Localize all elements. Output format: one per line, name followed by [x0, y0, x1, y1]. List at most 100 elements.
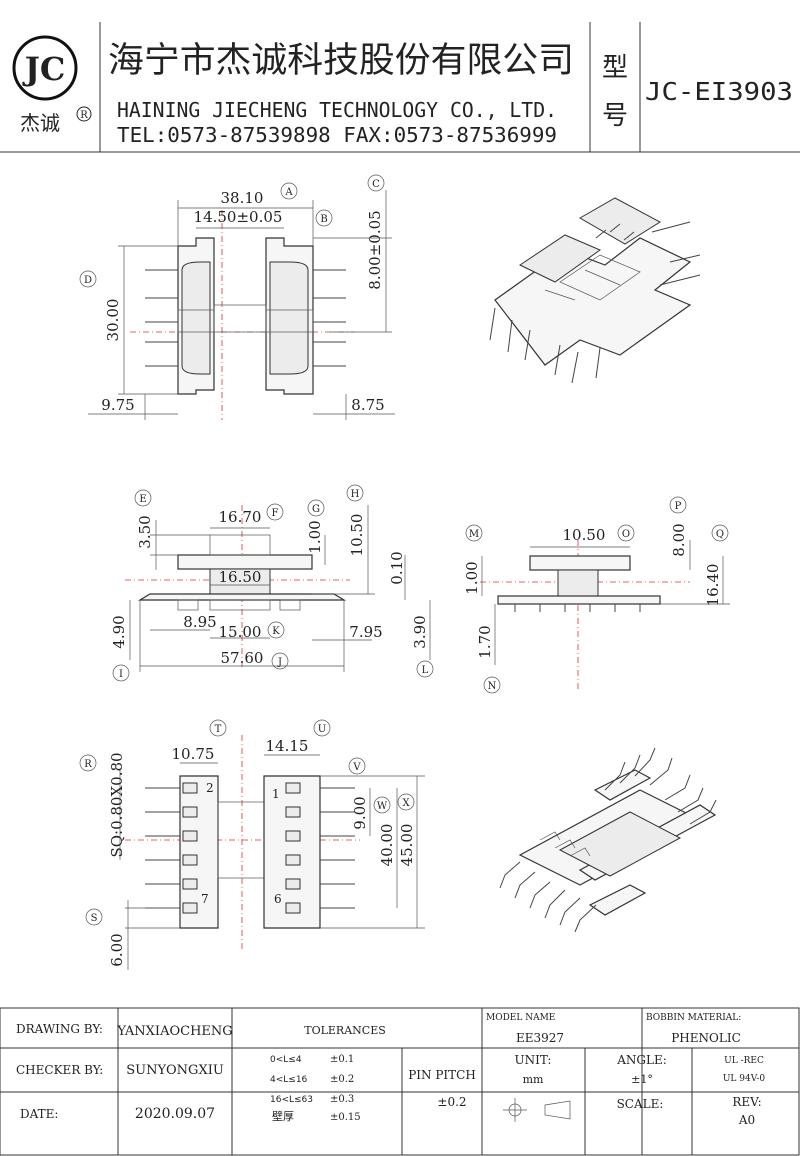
- side-view: 10.50 1.00 8.00 16.40 1.70 M N O P Q: [463, 496, 730, 694]
- tol-value-4: ±0.15: [330, 1112, 361, 1123]
- bottom-view-left-pads: [182, 782, 198, 914]
- unit-value: mm: [523, 1073, 544, 1086]
- side-view-pins: [514, 604, 641, 612]
- dim-16-40: 16.40: [704, 564, 722, 607]
- dim-3-50: 3.50: [136, 515, 154, 548]
- dim-8-95: 8.95: [183, 613, 216, 631]
- ul-rec: UL -REC: [724, 1056, 764, 1066]
- pin-number-1: 1: [272, 787, 280, 801]
- label-w: W: [377, 801, 388, 812]
- company-name-cn: 海宁市杰诚科技股份有限公司: [108, 41, 574, 81]
- checker-by-label: CHECKER BY:: [16, 1063, 103, 1077]
- company-contact: TEL:0573-87539898 FAX:0573-87536999: [117, 123, 557, 147]
- dim-45-00: 45.00: [398, 824, 416, 867]
- model-number: JC-EI3903: [645, 77, 793, 106]
- isometric-view-bottom: [499, 747, 717, 933]
- label-h: H: [351, 489, 360, 500]
- projection-symbol: [503, 1098, 571, 1122]
- rev-label: REV:: [732, 1095, 761, 1109]
- angle-label: ANGLE:: [616, 1053, 667, 1067]
- registered-mark: R: [80, 110, 88, 121]
- dim-sq-pin: SQ:0.80X0.80: [108, 752, 126, 857]
- label-v: V: [352, 762, 361, 773]
- company-logo: JC 杰诚 R: [12, 35, 92, 135]
- pin-pitch-label: PIN PITCH: [408, 1068, 476, 1082]
- bottom-view: 2 1 7 6 10.75 14.15 SQ:0.80X0.80 9.00 40…: [79, 719, 425, 970]
- top-view: 38.10 14.50±0.05 30.00 8.00±0.05 9.75 8.…: [79, 174, 395, 420]
- dim-6-00: 6.00: [108, 933, 126, 966]
- label-t: T: [215, 724, 222, 735]
- model-char-2: 号: [602, 101, 628, 131]
- top-view-right-pins: [313, 269, 346, 367]
- dim-10-50-front: 10.50: [348, 514, 366, 557]
- dim-1-00-side: 1.00: [463, 561, 481, 594]
- top-view-left-pins: [145, 269, 178, 367]
- dim-8-75: 8.75: [351, 396, 384, 414]
- dim-14-50: 14.50±0.05: [194, 208, 283, 226]
- dim-10-75: 10.75: [172, 745, 215, 763]
- dim-9-75: 9.75: [101, 396, 134, 414]
- pin-number-2: 2: [206, 781, 214, 795]
- bottom-view-right-pads: [285, 782, 301, 914]
- logo-chinese: 杰诚: [20, 111, 60, 135]
- rev-value: A0: [738, 1113, 755, 1127]
- label-u: U: [318, 724, 326, 735]
- label-i: I: [119, 669, 123, 680]
- tolerances-label: TOLERANCES: [304, 1024, 386, 1037]
- label-k: K: [272, 626, 280, 637]
- label-m: M: [469, 529, 479, 540]
- label-c: C: [372, 179, 380, 190]
- isometric-view-top: [489, 197, 701, 384]
- label-q: Q: [716, 529, 724, 540]
- dim-10-50-side: 10.50: [563, 526, 606, 544]
- tol-value-2: ±0.2: [330, 1074, 354, 1085]
- label-l: L: [422, 665, 429, 676]
- pin-number-7: 7: [201, 892, 209, 906]
- drawing-by-label: DRAWING BY:: [16, 1022, 103, 1036]
- model-char-1: 型: [602, 53, 628, 83]
- tol-range-1: 0<L≤4: [270, 1055, 302, 1065]
- dim-40-00: 40.00: [378, 824, 396, 867]
- tol-value-3: ±0.3: [330, 1094, 354, 1105]
- pin-pitch-tol: ±0.2: [437, 1095, 466, 1109]
- model-name-label: MODEL NAME: [486, 1013, 555, 1023]
- dim-1-00-front: 1.00: [306, 520, 324, 553]
- label-e: E: [139, 494, 146, 505]
- header-block: JC 杰诚 R 海宁市杰诚科技股份有限公司 HAINING JIECHENG T…: [0, 0, 800, 155]
- label-o: O: [622, 529, 630, 540]
- title-block: DRAWING BY: YANXIAOCHENG CHECKER BY: SUN…: [0, 1007, 800, 1156]
- label-r: R: [84, 759, 92, 770]
- dim-38-10: 38.10: [221, 189, 264, 207]
- label-n: N: [488, 681, 497, 692]
- date-value: 2020.09.07: [135, 1106, 215, 1122]
- pin-number-6: 6: [274, 892, 282, 906]
- dim-9-00: 9.00: [351, 796, 369, 829]
- label-d: D: [84, 275, 92, 286]
- front-view: 16.70 16.50 3.50 1.00 10.50 0.10 8.95 15…: [110, 484, 434, 682]
- tol-range-2: 4<L≤16: [270, 1075, 308, 1085]
- model-name-value: EE3927: [516, 1031, 564, 1045]
- dim-14-15: 14.15: [266, 737, 309, 755]
- dim-4-90: 4.90: [110, 615, 128, 648]
- label-x: X: [402, 798, 410, 809]
- dim-16-50: 16.50: [219, 568, 262, 586]
- bottom-view-left-pins: [145, 787, 180, 909]
- tol-value-1: ±0.1: [330, 1054, 354, 1065]
- checker-by-value: SUNYONGXIU: [126, 1063, 224, 1078]
- logo-letters: JC: [22, 50, 66, 88]
- angle-value: ±1°: [631, 1073, 653, 1086]
- dim-15-00: 15.00: [219, 623, 262, 641]
- label-b: B: [320, 214, 327, 225]
- tol-range-4: 壁厚: [272, 1109, 294, 1123]
- material-value: PHENOLIC: [671, 1031, 741, 1045]
- bottom-view-right-pins: [320, 787, 355, 909]
- drawing-by-value: YANXIAOCHENG: [116, 1024, 232, 1039]
- dim-16-70: 16.70: [219, 508, 262, 526]
- scale-label: SCALE:: [617, 1097, 664, 1111]
- dim-3-90: 3.90: [411, 615, 429, 648]
- dim-30-00: 30.00: [104, 299, 122, 342]
- ul-94v0: UL 94V-0: [723, 1074, 766, 1084]
- label-s: S: [91, 913, 98, 924]
- material-label: BOBBIN MATERIAL:: [646, 1013, 741, 1023]
